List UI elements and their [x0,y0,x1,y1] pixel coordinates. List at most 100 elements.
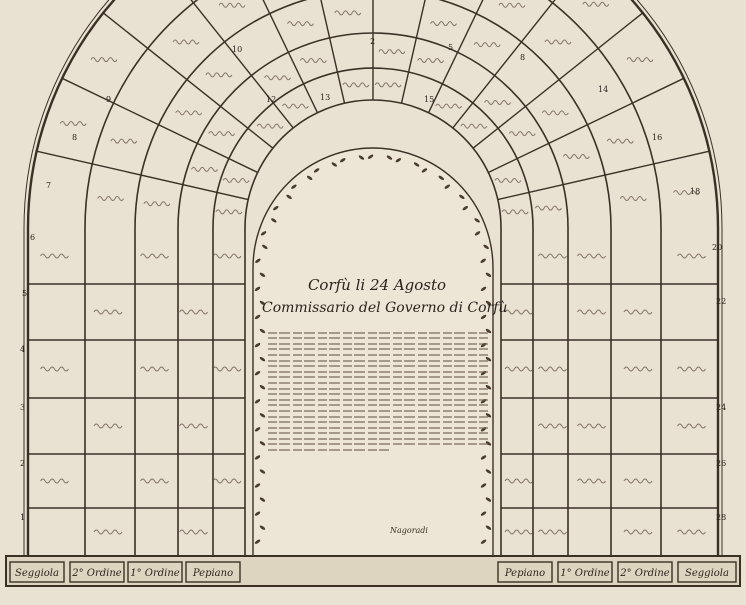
signature-scribble [175,110,203,116]
order-label-right-3: 2° Ordine [619,568,670,579]
laurel-leaf [254,511,261,516]
order-label-left-2: 2° Ordine [71,568,122,579]
signature-scribble [212,366,242,372]
radial-divider-12 [488,77,685,174]
laurel-leaf [286,194,292,200]
signature-scribble [93,309,123,315]
laurel-leaf [480,539,487,544]
letter-text-line [268,421,488,424]
signature-scribble [342,82,370,88]
letter-text-line [268,337,488,340]
letter-text-line [268,443,488,446]
letter-text-line [268,348,488,351]
laurel-leaf [480,511,487,516]
arc-ring-2 [84,0,662,556]
laurel-leaf [459,194,465,200]
laurel-leaf [259,272,266,277]
signature-scribble [538,366,567,372]
box-number-right-5: 22 [716,297,726,306]
letter-text-line [268,404,488,407]
signature-scribble [577,423,606,429]
laurel-leaf [438,175,444,181]
letter-text-line [268,376,488,379]
signature-scribble [623,366,653,372]
signature-scribble [205,72,233,78]
signature-scribble [215,209,243,215]
signature-scribble [619,196,647,202]
signature-scribble [673,190,700,196]
laurel-leaf [485,328,492,334]
signature-scribble [501,209,529,215]
signature-scribble [93,423,123,429]
signature-scribble [59,120,87,126]
laurel-leaf [259,328,266,334]
laurel-leaf [474,231,481,236]
radial-divider-8 [400,0,426,104]
signature-scribble [334,10,362,16]
signature-scribble [494,177,522,183]
box-number-crown-4: 8 [520,53,525,62]
radial-divider-11 [472,12,644,149]
signature-scribble [143,201,171,207]
letter-text-line [268,381,488,384]
laurel-leaf [254,539,261,544]
box-number-right-6: 24 [716,403,726,412]
box-grid [23,0,723,556]
signature-scribble [562,154,590,159]
signature-scribble [626,57,654,63]
signature-scribble [179,309,208,315]
signature-scribble [677,529,706,535]
signature-scribble [504,366,534,372]
laurel-leaf [367,154,374,159]
signature-scribble [417,57,445,63]
signature-scribble [577,253,606,259]
signature-scribble [212,478,242,484]
signature-scribble [504,478,534,484]
order-labels-base: Seggiola 2° Ordine 1° Ordine Pepiano Pep… [5,555,741,587]
order-label-left-4: Pepiano [192,568,233,579]
signature-scribble [484,100,511,105]
box-number-left-9: 1 [20,513,25,522]
signature-scribble [430,21,457,27]
laurel-leaf [271,218,277,223]
laurel-leaf [273,205,279,211]
box-number-left-5: 5 [22,289,27,298]
signature-scribble [179,529,208,535]
outer-border-line [23,0,723,556]
signature-scribble [508,131,536,137]
letter-signature: Nagoradi [390,526,428,535]
letter-text-line [268,426,488,429]
laurel-leaf [255,258,261,263]
signature-scribble [435,103,463,109]
signature-scribble [504,529,534,535]
laurel-leaf [395,158,402,163]
radial-divider-2 [61,77,258,174]
signature-scribble [256,123,284,129]
radial-divider-4 [190,0,294,129]
signature-scribble [623,309,653,315]
laurel-leaf [485,413,492,418]
box-number-left-2: 8 [72,133,77,142]
box-number-left-3: 7 [46,181,51,190]
laurel-leaf [254,399,261,404]
signature-scribble [541,110,569,116]
signature-scribble [208,131,236,137]
order-label-right-1: Pepiano [504,568,545,579]
laurel-leaf [313,168,320,173]
signature-scribble [544,39,572,45]
letter-text-line [268,365,488,368]
signature-scribble [473,42,501,48]
box-number-right-8: 28 [716,513,726,522]
signature-scribble [538,423,567,429]
arc-ring-6 [244,99,502,556]
authority-heading: Commissario del Governo di Corfù [262,300,508,316]
order-label-right-2: 1° Ordine [560,568,610,579]
signature-scribble [498,2,526,8]
letter-text-line [268,342,488,345]
box-numbers: 10 2 5 8 12 15 13 9 8 7 6 5 4 3 2 1 14 1… [20,37,726,522]
signature-scribble [264,75,292,81]
letter-text-line [268,437,488,440]
box-number-crown-2: 2 [370,37,375,46]
letter-text-line [268,331,488,334]
